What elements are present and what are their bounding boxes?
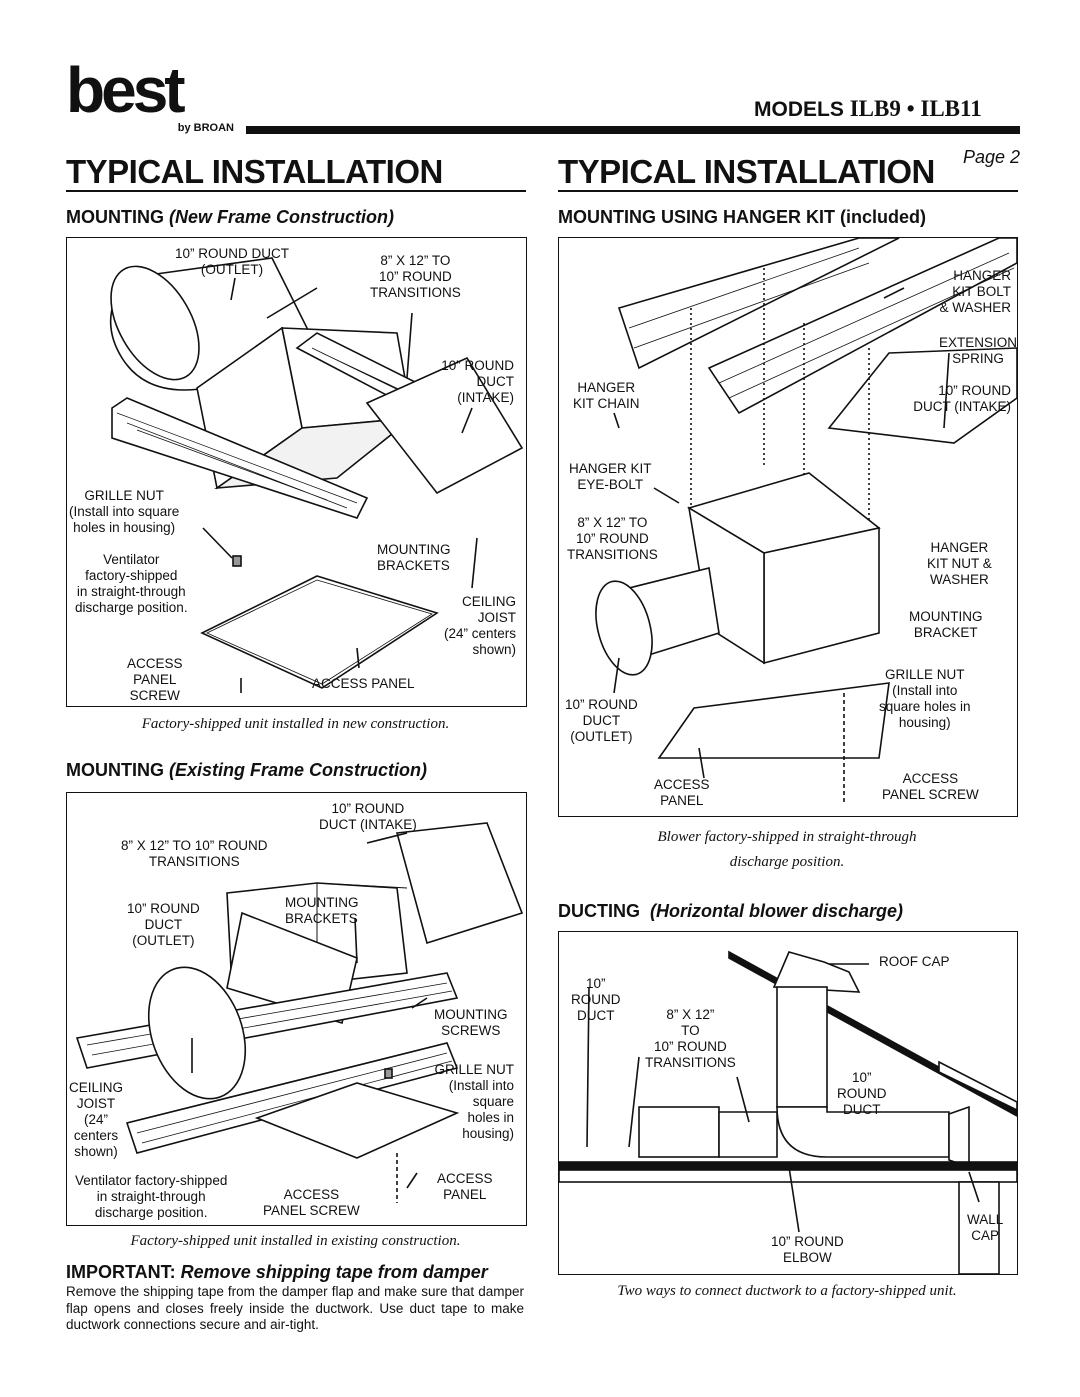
label-mounting-brackets: MOUNTING BRACKETS bbox=[285, 895, 359, 926]
label-access-screw: ACCESS PANEL SCREW bbox=[882, 771, 979, 802]
existing-construction-drawing bbox=[75, 822, 524, 1203]
header-rule bbox=[246, 126, 1020, 134]
label-transitions: 8” X 12” TO 10” ROUND TRANSITIONS bbox=[567, 515, 658, 562]
new-construction-heading: MOUNTING (New Frame Construction) bbox=[66, 207, 395, 227]
existing-construction-heading: MOUNTING (Existing Frame Construction) bbox=[66, 760, 428, 780]
label-grille-nut: GRILLE NUT (Install into square holes in… bbox=[434, 1062, 514, 1141]
ducting-figure: ROOF CAP 10” ROUND DUCT 8” X 12” TO 10” … bbox=[558, 931, 1018, 1275]
label-nut-washer: HANGER KIT NUT & WASHER bbox=[927, 540, 992, 587]
label-access-screw: ACCESS PANEL SCREW bbox=[127, 656, 183, 703]
right-title-rule bbox=[558, 190, 1018, 192]
label-chain: HANGER KIT CHAIN bbox=[573, 380, 640, 411]
hanger-figure: HANGER KIT BOLT & WASHER EXTENSION SPRIN… bbox=[558, 237, 1018, 817]
important-text: Remove the shipping tape from the damper… bbox=[66, 1284, 524, 1332]
logo-wordmark: best bbox=[66, 54, 186, 126]
label-round-duct-right: 10” ROUND DUCT bbox=[837, 1070, 887, 1117]
label-intake: 10” ROUND DUCT (INTAKE) bbox=[913, 383, 1011, 414]
label-outlet: 10” ROUND DUCT (OUTLET) bbox=[175, 246, 290, 277]
hanger-drawing bbox=[595, 238, 1017, 803]
label-access-screw: ACCESS PANEL SCREW bbox=[263, 1187, 360, 1218]
label-ventilator: Ventilator factory-shipped in straight-t… bbox=[75, 1173, 228, 1220]
label-grille-nut: GRILLE NUT (Install into square holes in… bbox=[69, 488, 180, 535]
important-title: IMPORTANT: Remove shipping tape from dam… bbox=[66, 1262, 488, 1282]
new-construction-drawing bbox=[109, 257, 524, 693]
label-access-panel: ACCESS PANEL bbox=[654, 777, 710, 808]
logo-byline: by BROAN bbox=[177, 122, 234, 134]
label-mounting-brackets: MOUNTING BRACKETS bbox=[377, 542, 451, 573]
ducting-drawing bbox=[559, 950, 1017, 1274]
left-title-rule bbox=[66, 190, 526, 192]
label-ceiling-joist: CEILING JOIST (24” centers shown) bbox=[443, 594, 516, 657]
label-mounting-bracket: MOUNTING BRACKET bbox=[909, 609, 983, 640]
label-transitions: 8” X 12” TO 10” ROUND TRANSITIONS bbox=[121, 838, 268, 869]
label-transitions: 8” X 12” TO 10” ROUND TRANSITIONS bbox=[370, 253, 461, 300]
right-title: TYPICAL INSTALLATION bbox=[558, 153, 935, 190]
new-construction-caption: Factory-shipped unit installed in new co… bbox=[141, 716, 450, 732]
label-hanger-bolt: HANGER KIT BOLT & WASHER bbox=[939, 268, 1011, 315]
models-line: MODELS ILB9 • ILB11 bbox=[754, 96, 982, 122]
label-extension-spring: EXTENSION SPRING bbox=[939, 335, 1018, 366]
left-title: TYPICAL INSTALLATION bbox=[66, 153, 443, 190]
label-outlet: 10” ROUND DUCT (OUTLET) bbox=[565, 697, 638, 744]
models-label: MODELS bbox=[754, 98, 844, 121]
existing-construction-figure: 10” ROUND DUCT (INTAKE) 8” X 12” TO 10” … bbox=[66, 792, 527, 1226]
label-roof-cap: ROOF CAP bbox=[879, 954, 950, 969]
hanger-heading: MOUNTING USING HANGER KIT (included) bbox=[558, 207, 926, 227]
models-value: ILB9 • ILB11 bbox=[849, 96, 982, 121]
label-eyebolt: HANGER KIT EYE-BOLT bbox=[569, 461, 652, 492]
hanger-caption: Blower factory-shipped in straight-throu… bbox=[657, 829, 917, 870]
existing-construction-caption: Factory-shipped unit installed in existi… bbox=[130, 1233, 461, 1249]
new-construction-figure: 10” ROUND DUCT (OUTLET) 8” X 12” TO 10” … bbox=[66, 237, 527, 707]
label-ventilator: Ventilator factory-shipped in straight-t… bbox=[75, 552, 188, 615]
label-round-duct-left: 10” ROUND DUCT bbox=[571, 976, 621, 1023]
label-ceiling-joist: CEILING JOIST (24” centers shown) bbox=[69, 1080, 124, 1159]
label-access-panel: ACCESS PANEL bbox=[312, 676, 415, 691]
label-transitions: 8” X 12” TO 10” ROUND TRANSITIONS bbox=[645, 1007, 736, 1070]
label-access-panel: ACCESS PANEL bbox=[437, 1171, 493, 1202]
ducting-caption: Two ways to connect ductwork to a factor… bbox=[617, 1283, 957, 1299]
brand-logo: best by BROAN bbox=[66, 58, 238, 136]
label-wall-cap: WALL CAP bbox=[967, 1212, 1004, 1243]
label-intake: 10” ROUND DUCT (INTAKE) bbox=[441, 358, 514, 405]
label-outlet: 10” ROUND DUCT (OUTLET) bbox=[127, 901, 200, 948]
ducting-heading: DUCTING (Horizontal blower discharge) bbox=[558, 901, 904, 921]
page-number: Page 2 bbox=[963, 147, 1021, 167]
label-intake: 10” ROUND DUCT (INTAKE) bbox=[319, 801, 417, 832]
label-grille-nut: GRILLE NUT (Install into square holes in… bbox=[879, 667, 971, 730]
label-elbow: 10” ROUND ELBOW bbox=[771, 1234, 844, 1265]
label-mounting-screws: MOUNTING SCREWS bbox=[434, 1007, 508, 1038]
